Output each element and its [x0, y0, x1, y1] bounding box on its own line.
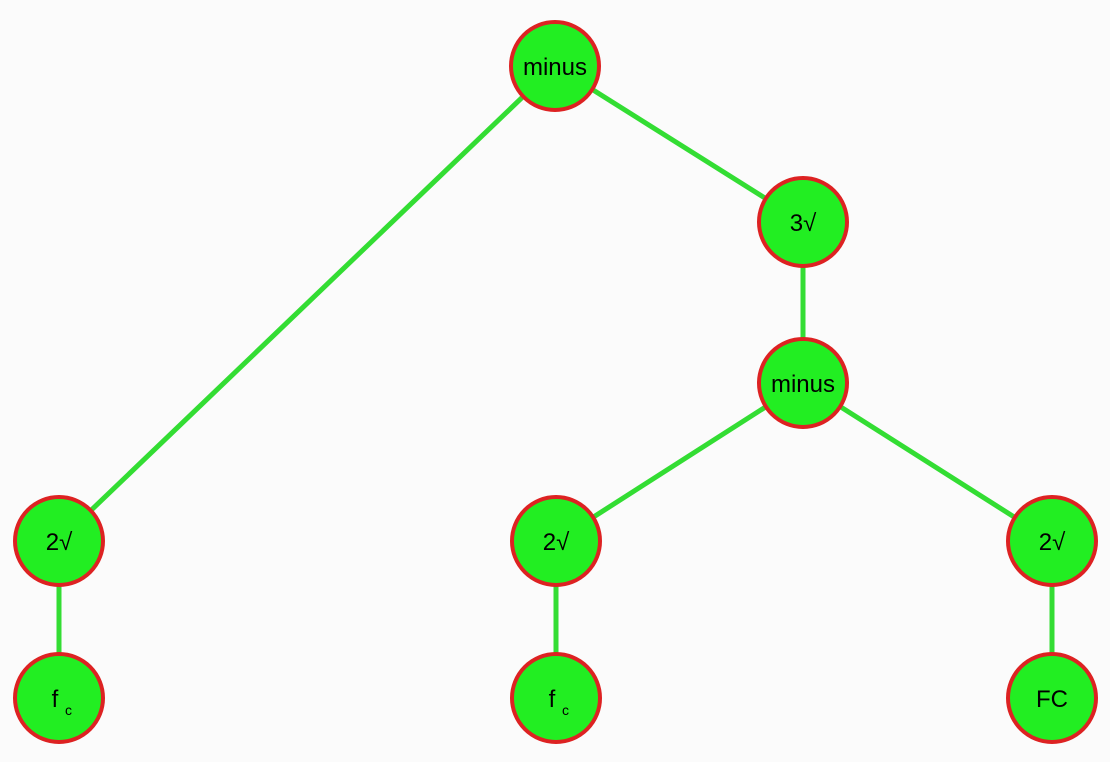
tree-node-n6: 2√ [1006, 495, 1098, 587]
node-label: f [549, 686, 556, 713]
tree-edge-n1-n2 [552, 63, 806, 225]
tree-edge-n3-n5 [553, 380, 806, 544]
tree-node-n2: 3√ [757, 176, 849, 268]
tree-node-n4: 2√ [13, 495, 105, 587]
node-circle [13, 652, 105, 744]
tree-edge-n3-n6 [800, 380, 1055, 544]
tree-node-n9: FC [1006, 652, 1098, 744]
node-label: 2√ [1039, 529, 1066, 556]
node-circle [757, 176, 849, 268]
tree-edge-n1-n4 [56, 63, 558, 544]
node-subscript: c [562, 702, 569, 718]
node-circle [509, 20, 601, 112]
node-circle [1006, 495, 1098, 587]
node-label: minus [771, 371, 835, 398]
node-label: FC [1036, 686, 1068, 713]
node-circle [510, 495, 602, 587]
edges-layer [56, 63, 1055, 701]
node-circle [510, 652, 602, 744]
node-label: 2√ [46, 529, 73, 556]
tree-node-n1: minus [509, 20, 601, 112]
node-label: 2√ [543, 529, 570, 556]
node-circle [13, 495, 105, 587]
node-circle [757, 337, 849, 429]
tree-node-n5: 2√ [510, 495, 602, 587]
tree-node-n3: minus [757, 337, 849, 429]
node-circle [1006, 652, 1098, 744]
node-subscript: c [65, 702, 72, 718]
node-label: minus [523, 54, 587, 81]
node-label: 3√ [790, 210, 817, 237]
node-label: f [52, 686, 59, 713]
